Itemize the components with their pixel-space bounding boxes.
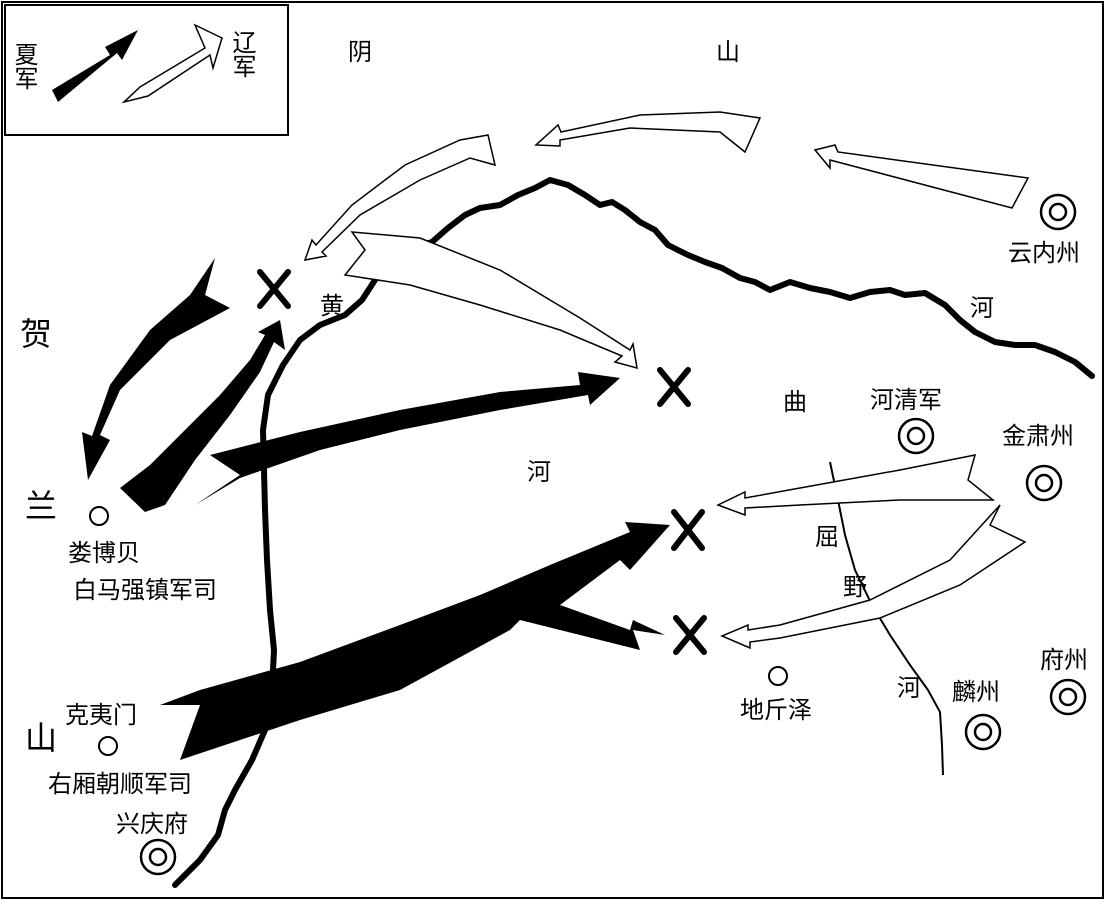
mountain-label-yin: 阴 (348, 38, 372, 66)
river-label-qu-1: 屈 (815, 523, 839, 551)
cross-icon-1 (257, 269, 291, 309)
place-label-loubobei: 娄博贝 (68, 539, 140, 567)
circle-icon-keyimen (98, 736, 118, 756)
mountain-label-shan: 山 (716, 38, 740, 66)
liao-arrow-6 (720, 504, 1027, 650)
place-label-baima: 白马强镇军司 (73, 576, 217, 604)
xia-arrow-3 (195, 372, 620, 505)
mountain-label-he: 贺 (20, 315, 53, 353)
cross-icon-2 (657, 367, 691, 407)
place-label-fuzhou: 府州 (1040, 646, 1088, 674)
river-label-he-bottom: 河 (897, 674, 921, 702)
yellow-river (172, 177, 1095, 888)
place-label-dijinze: 地斤泽 (740, 696, 812, 724)
cross-icon-3 (671, 509, 705, 551)
legend-box (4, 4, 289, 136)
place-label-jinsuzhou: 金肃州 (1002, 422, 1074, 450)
place-label-xingqingfu: 兴庆府 (116, 810, 188, 838)
river-label-qu: 曲 (783, 388, 807, 416)
double-circle-icon-xingqingfu (139, 838, 177, 876)
mountain-label-lan: 兰 (25, 487, 58, 525)
legend-liao-label: 辽军 (228, 30, 256, 78)
river-label-ye: 野 (843, 573, 867, 601)
double-circle-icon-linzhou (964, 713, 1002, 751)
quye-river (829, 461, 944, 776)
xia-arrow-4 (160, 522, 670, 760)
double-circle-icon-fuzhou (1049, 678, 1087, 716)
legend-xia-arrow (52, 30, 138, 102)
double-circle-icon-yunneizhou (1039, 193, 1077, 231)
mountain-label-shan-2: 山 (25, 719, 58, 757)
place-label-keyimen: 克夷门 (65, 701, 137, 729)
circle-icon-dijinze (768, 666, 788, 686)
double-circle-icon-jinsuzhou (1025, 464, 1063, 502)
place-label-heqingjun: 河清军 (870, 386, 942, 414)
liao-arrow-2 (534, 111, 762, 154)
double-circle-icon-heqingjun (897, 417, 935, 455)
cross-icon-4 (673, 615, 707, 655)
place-label-yunneizhou: 云内州 (1008, 239, 1080, 267)
liao-arrow-5 (716, 454, 996, 517)
liao-arrow-1 (813, 144, 1030, 209)
place-label-youxiang: 右厢朝顺军司 (48, 770, 192, 798)
circle-icon-loubobei (89, 506, 109, 526)
xia-arrow-2 (120, 320, 285, 512)
river-label-he-mid: 河 (527, 458, 551, 486)
river-label-huang: 黄 (320, 292, 344, 320)
place-label-linzhou: 麟州 (952, 678, 1000, 706)
river-label-he-top: 河 (970, 294, 994, 322)
liao-arrow-3 (303, 134, 497, 261)
legend-xia-label: 夏军 (10, 42, 38, 90)
legend-liao-arrow (121, 23, 223, 104)
xia-arrow-1 (82, 258, 230, 480)
liao-arrow-4 (343, 231, 638, 370)
